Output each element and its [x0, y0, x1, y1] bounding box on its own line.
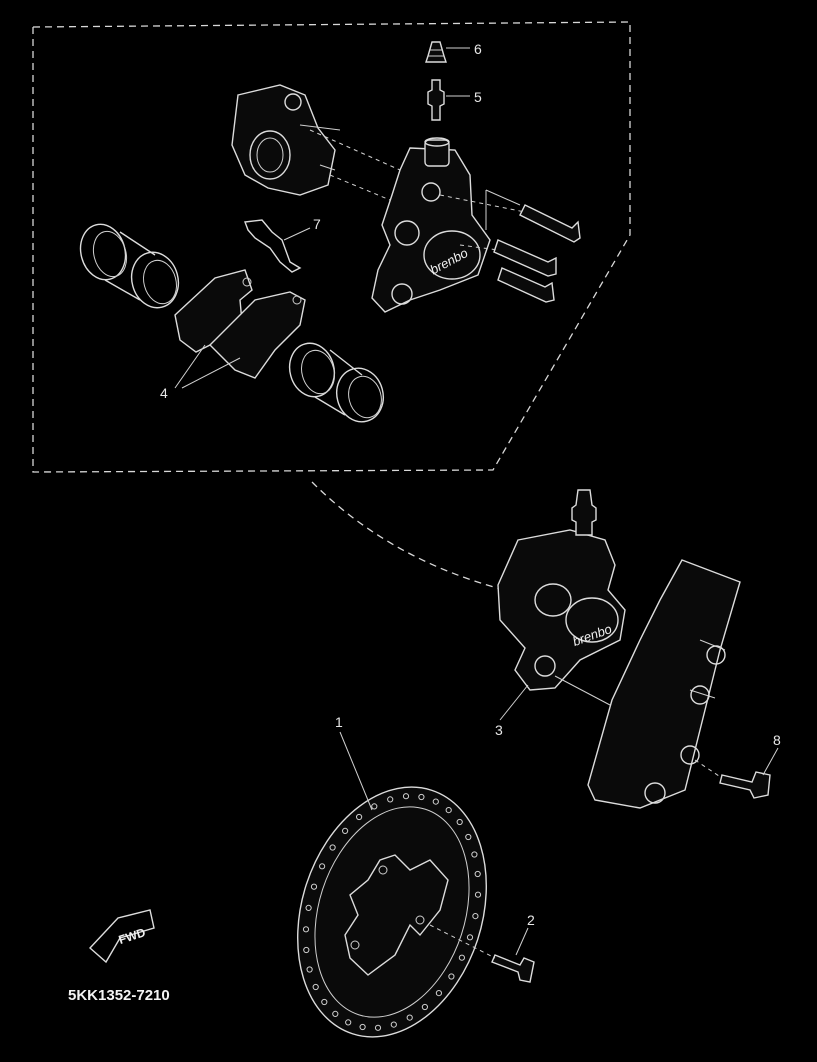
caliper-body-half	[231, 84, 341, 196]
label-part-4: 4	[160, 385, 168, 401]
disc-vent-hole	[305, 904, 312, 912]
bleed-screw	[427, 79, 445, 121]
disc-vent-holes	[302, 793, 482, 1031]
disc-vent-hole	[345, 1019, 352, 1026]
catalog-code: 5KK1352-7210	[68, 987, 170, 1004]
disc-vent-hole	[312, 983, 319, 991]
disc-vent-hole	[418, 793, 425, 801]
disc-vent-hole	[465, 833, 472, 841]
disc-vent-hole	[435, 990, 442, 997]
disc-vent-hole	[387, 796, 394, 803]
label-part-1: 1	[335, 714, 343, 730]
disc-vent-hole	[332, 1010, 339, 1018]
disc-vent-hole	[406, 1014, 413, 1021]
disc-vent-hole	[371, 803, 378, 810]
disc-vent-hole	[474, 891, 482, 898]
disc-vent-hole	[421, 1003, 428, 1011]
frame-connector-curve	[311, 481, 506, 591]
disc-vent-hole	[356, 813, 363, 821]
exploded-view-frame	[32, 21, 631, 473]
fwd-arrow-label: FWD	[117, 925, 148, 947]
label-part-7: 7	[313, 216, 321, 232]
disc-vent-hole	[303, 946, 310, 954]
caliper-main-body: brenbo	[371, 137, 491, 313]
disc-vent-hole	[374, 1024, 382, 1031]
disc-vent-hole	[445, 807, 452, 814]
brake-pads	[174, 269, 306, 379]
bleed-screw-cap	[425, 41, 447, 63]
disc-bolt	[429, 924, 535, 983]
label-part-2: 2	[527, 912, 535, 928]
label-part-5: 5	[474, 89, 482, 105]
caliper-bolts-exploded	[439, 189, 581, 303]
disc-vent-hole	[321, 998, 328, 1006]
disc-vent-hole	[456, 818, 463, 826]
disc-vent-hole	[458, 954, 465, 961]
disc-vent-hole	[310, 883, 318, 890]
disc-vent-hole	[329, 844, 336, 851]
disc-vent-hole	[306, 966, 313, 973]
disc-vent-hole	[319, 863, 326, 870]
piston-seals-left	[79, 223, 180, 309]
disc-vent-hole	[466, 934, 474, 941]
disc-vent-hole	[448, 973, 455, 980]
exploded-caliper-group: brenbo	[79, 41, 581, 423]
disc-vent-hole	[359, 1023, 366, 1031]
label-part-8: 8	[773, 732, 781, 748]
label-part-3: 3	[495, 722, 503, 738]
assembled-caliper-group: brenbo	[497, 489, 626, 706]
disc-vent-hole	[342, 827, 349, 835]
label-part-6: 6	[474, 41, 482, 57]
caliper-mount-bolt	[694, 759, 771, 799]
disc-vent-hole	[432, 798, 439, 805]
piston-seals-right	[288, 342, 384, 423]
brake-disc	[297, 786, 487, 1038]
disc-vent-hole	[390, 1021, 397, 1028]
disc-vent-hole	[472, 913, 479, 920]
disc-vent-hole	[471, 851, 478, 858]
fwd-arrow: FWD	[88, 909, 155, 964]
pad-spring	[244, 219, 302, 273]
disc-vent-hole	[402, 793, 410, 800]
disc-vent-hole	[302, 926, 310, 933]
disc-vent-hole	[474, 870, 481, 878]
fork-leg	[587, 559, 741, 809]
